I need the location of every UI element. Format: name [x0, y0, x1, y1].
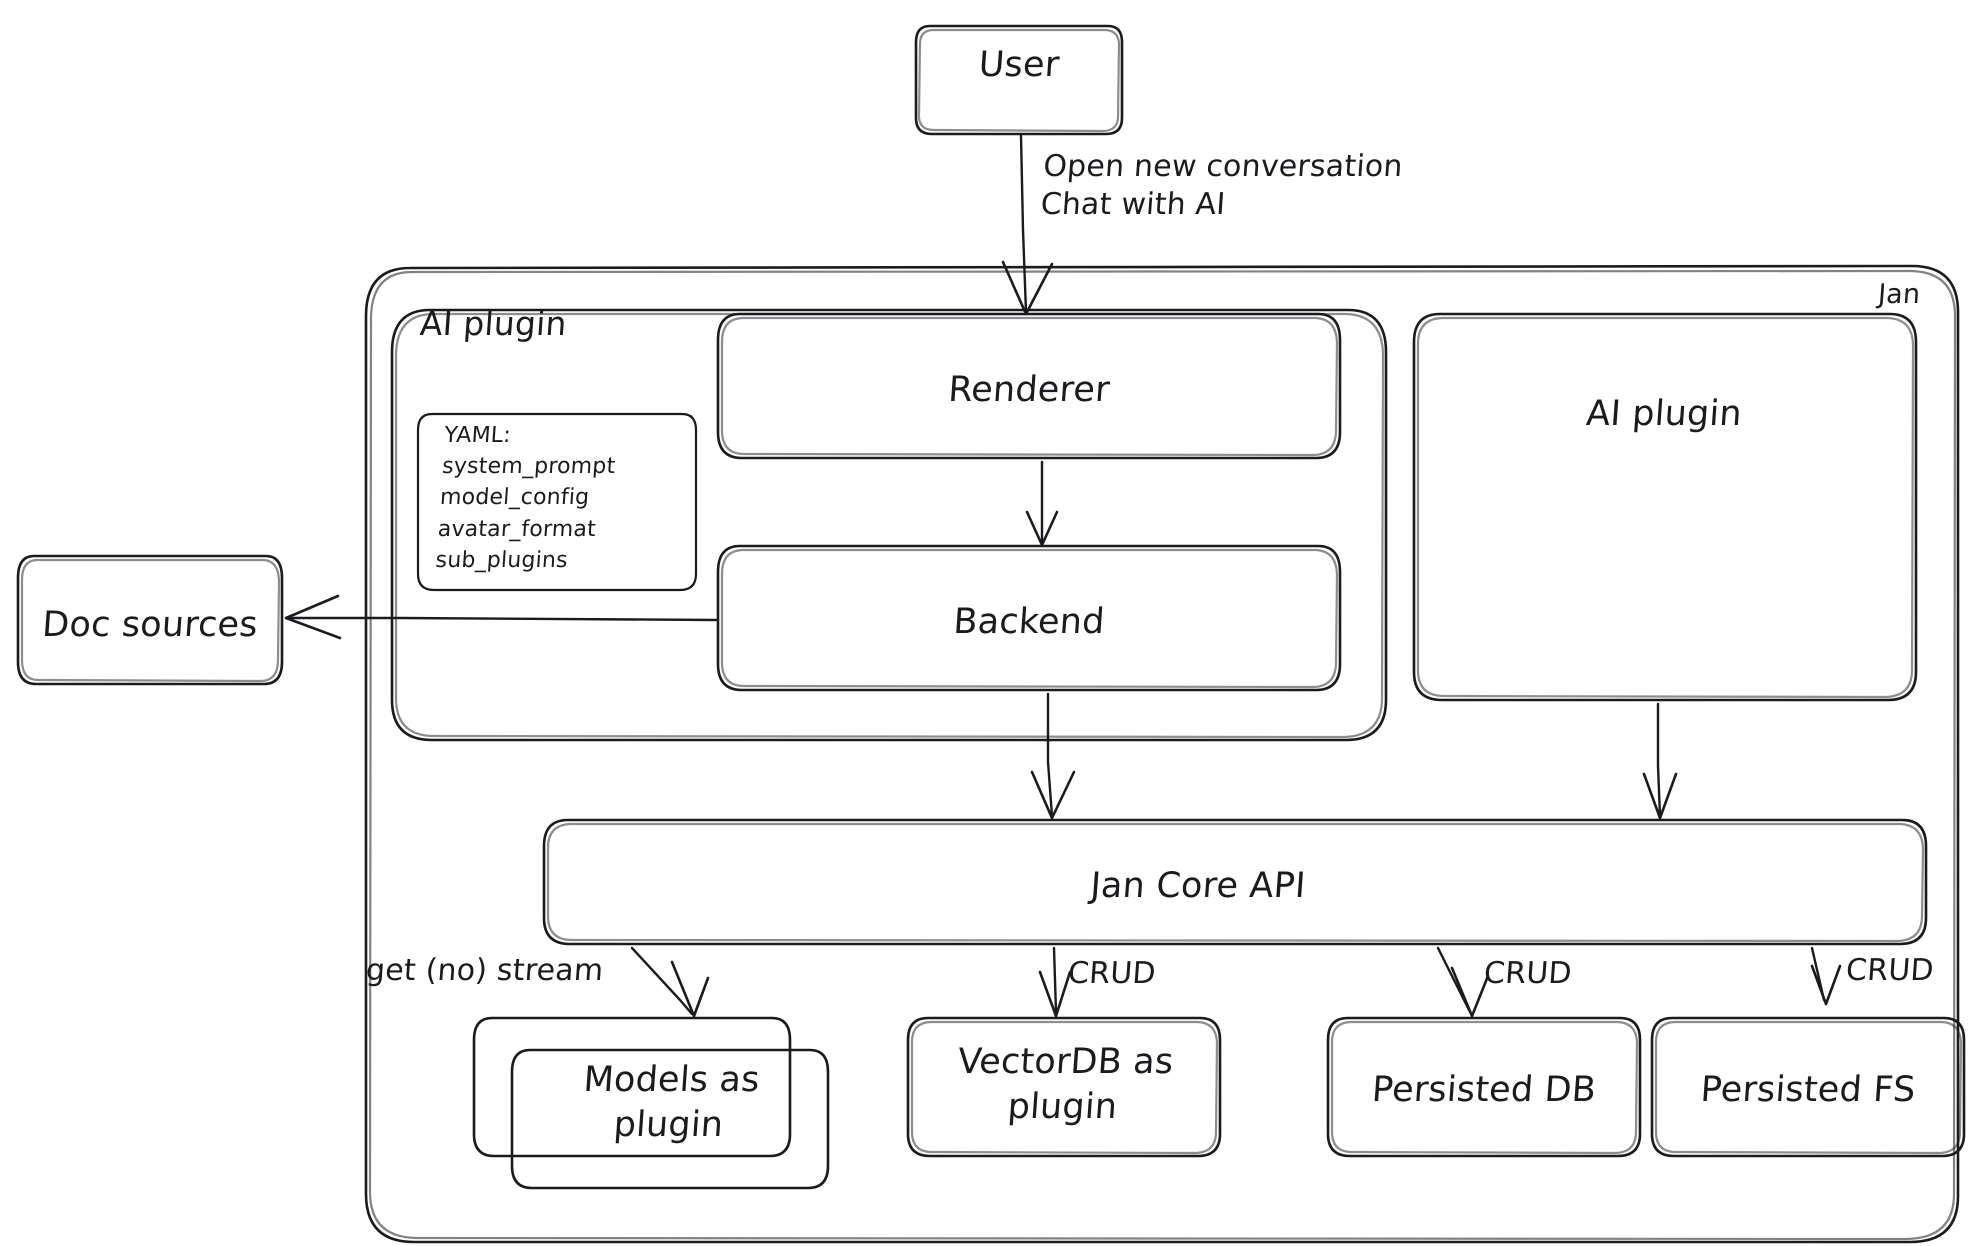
- edge-core-to-models-label: get (no) stream: [364, 953, 605, 988]
- node-ai-plugin-right-label: AI plugin: [1584, 394, 1744, 434]
- container-jan-outline: [364, 264, 1960, 1244]
- edge-renderer-to-backend: [1025, 460, 1059, 547]
- node-renderer-label: Renderer: [946, 370, 1112, 410]
- node-backend-label: Backend: [952, 602, 1106, 642]
- node-models-plugin-label: Models as plugin: [582, 1060, 761, 1145]
- node-user-outline[interactable]: [914, 24, 1124, 136]
- edge-user-to-renderer-label: Open new conversation Chat with AI: [1039, 149, 1404, 223]
- edge-core-to-persisted-db-label: CRUD: [1482, 956, 1573, 991]
- node-persisted-db-outline[interactable]: [1326, 1016, 1642, 1158]
- container-ai-plugin-label: AI plugin: [418, 304, 569, 343]
- node-vectordb-plugin-label: VectorDB as plugin: [956, 1042, 1175, 1127]
- edge-backend-to-core: [1030, 692, 1076, 820]
- edge-backend-to-doc-sources: [284, 594, 718, 640]
- node-models-plugin-outline[interactable]: [472, 1016, 830, 1190]
- node-doc-sources-outline[interactable]: [16, 554, 284, 686]
- node-backend-outline[interactable]: [716, 544, 1342, 692]
- edge-core-to-vectordb: [1038, 946, 1072, 1018]
- edge-core-to-models: [630, 946, 710, 1018]
- edge-core-to-persisted-db: [1436, 946, 1490, 1018]
- container-ai-plugin-outline: [390, 308, 1388, 742]
- node-doc-sources-label: Doc sources: [40, 605, 260, 645]
- node-jan-core-api-outline[interactable]: [542, 818, 1928, 946]
- node-ai-plugin-right-outline[interactable]: [1412, 312, 1918, 702]
- edge-aiplugin-to-core: [1642, 702, 1678, 820]
- edge-user-to-renderer: [1001, 134, 1054, 316]
- edge-core-to-vectordb-label: CRUD: [1066, 956, 1157, 991]
- node-jan-core-api-label: Jan Core API: [1089, 866, 1307, 906]
- node-persisted-fs-label: Persisted FS: [1699, 1070, 1917, 1110]
- edge-core-to-persisted-fs: [1810, 946, 1842, 1006]
- node-persisted-db-label: Persisted DB: [1370, 1070, 1598, 1110]
- node-yaml-note-outline: [416, 412, 698, 592]
- container-jan-label: Jan: [1876, 279, 1922, 310]
- edge-core-to-persisted-fs-label: CRUD: [1844, 953, 1935, 988]
- node-vectordb-plugin-outline[interactable]: [906, 1016, 1222, 1158]
- node-persisted-fs-outline[interactable]: [1650, 1016, 1966, 1158]
- node-user-label: User: [977, 45, 1061, 85]
- node-renderer-outline[interactable]: [716, 312, 1342, 460]
